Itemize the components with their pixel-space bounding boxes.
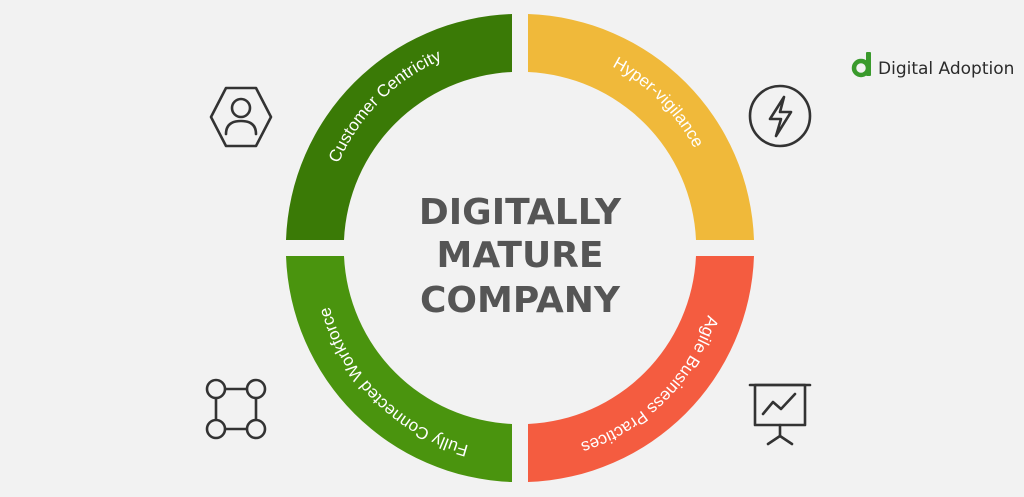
segment-hyper-vigilance: [528, 14, 754, 240]
user-hexagon-icon: [209, 86, 273, 148]
brand-name: Digital Adoption: [878, 59, 1014, 79]
digital-adoption-logo-icon: [851, 52, 871, 78]
center-title-line-1: DIGITALLY: [419, 192, 622, 233]
digital-adoption-logo: Digital Adoption: [851, 52, 1014, 79]
lightning-circle-icon: [748, 84, 812, 148]
center-title-line-3: COMPANY: [420, 280, 621, 321]
center-title-line-2: MATURE: [437, 235, 604, 276]
segment-agile-business-practices: [528, 256, 754, 482]
connected-nodes-icon: [205, 378, 267, 440]
segment-fully-connected-workforce: [286, 256, 512, 482]
presentation-chart-icon: [748, 383, 812, 446]
segment-customer-centricity: [286, 14, 512, 240]
